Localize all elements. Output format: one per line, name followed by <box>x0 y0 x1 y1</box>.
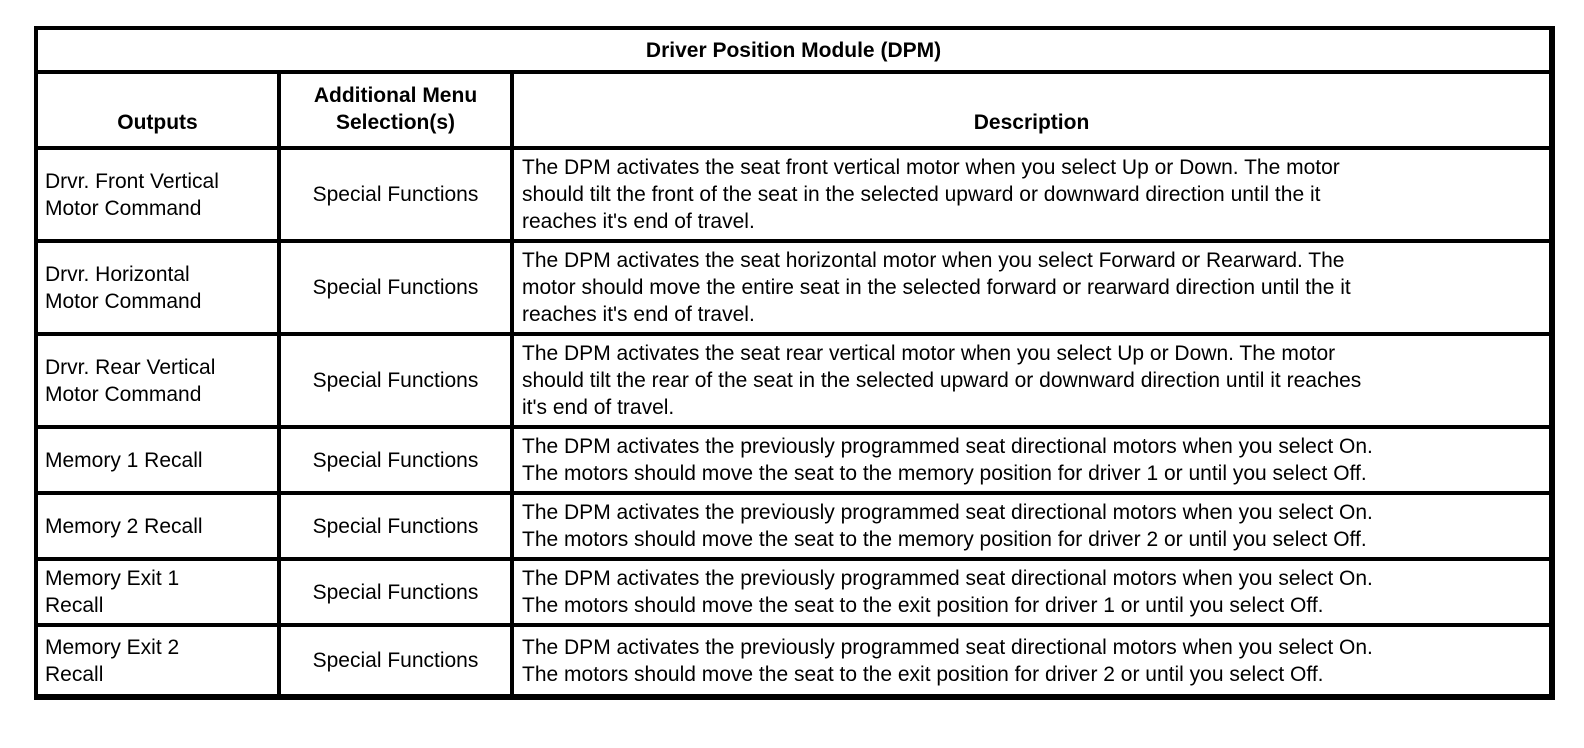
description-cell: The DPM activates the seat horizontal mo… <box>509 239 1555 336</box>
description-cell: The DPM activates the previously program… <box>509 425 1555 495</box>
output-cell: Memory 1 Recall <box>34 425 281 495</box>
menu-cell: Special Functions <box>277 146 514 243</box>
column-header-outputs: Outputs <box>34 70 281 150</box>
table-row: Memory 1 Recall Special Functions The DP… <box>34 425 1555 495</box>
table-title-row: Driver Position Module (DPM) <box>33 26 1555 73</box>
menu-cell: Special Functions <box>277 425 514 495</box>
column-header-menu: Additional Menu Selection(s) <box>277 70 514 150</box>
output-cell: Drvr. Front Vertical Motor Command <box>34 146 281 243</box>
description-cell: The DPM activates the seat rear vertical… <box>509 332 1555 429</box>
output-cell: Memory Exit 2 Recall <box>34 623 281 699</box>
table-row: Memory Exit 1 Recall Special Functions T… <box>34 557 1555 627</box>
dpm-table: Driver Position Module (DPM) Outputs Add… <box>33 26 1556 700</box>
description-cell: The DPM activates the previously program… <box>509 557 1555 627</box>
menu-cell: Special Functions <box>277 557 514 627</box>
output-cell: Drvr. Rear Vertical Motor Command <box>34 332 281 429</box>
table-row: Drvr. Horizontal Motor Command Special F… <box>34 239 1555 336</box>
table-title: Driver Position Module (DPM) <box>33 26 1555 73</box>
table-row: Memory 2 Recall Special Functions The DP… <box>34 491 1555 561</box>
menu-cell: Special Functions <box>277 491 514 561</box>
table-row: Drvr. Rear Vertical Motor Command Specia… <box>34 332 1555 429</box>
description-cell: The DPM activates the seat front vertica… <box>509 146 1555 243</box>
description-cell: The DPM activates the previously program… <box>509 623 1555 699</box>
description-cell: The DPM activates the previously program… <box>509 491 1555 561</box>
column-header-description: Description <box>509 70 1555 150</box>
table-row: Memory Exit 2 Recall Special Functions T… <box>34 623 1555 699</box>
output-cell: Drvr. Horizontal Motor Command <box>34 239 281 336</box>
table-header-row: Outputs Additional Menu Selection(s) Des… <box>34 70 1555 150</box>
output-cell: Memory 2 Recall <box>34 491 281 561</box>
table-row: Drvr. Front Vertical Motor Command Speci… <box>34 146 1555 243</box>
menu-cell: Special Functions <box>277 332 514 429</box>
output-cell: Memory Exit 1 Recall <box>34 557 281 627</box>
menu-cell: Special Functions <box>277 239 514 336</box>
menu-cell: Special Functions <box>277 623 514 699</box>
